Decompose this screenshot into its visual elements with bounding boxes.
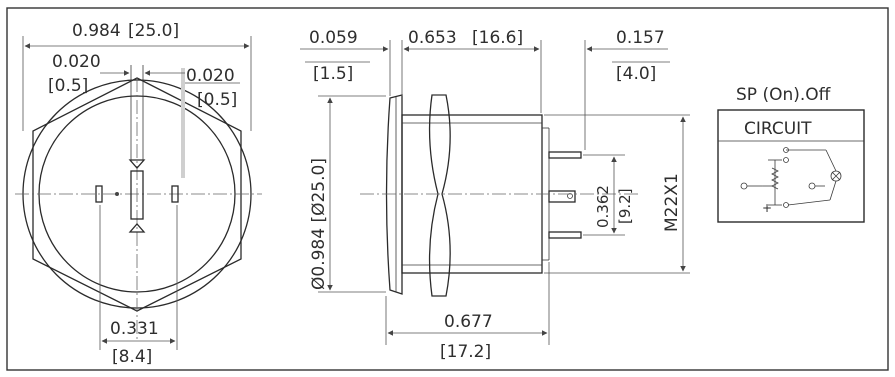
total-mm: [17.2]: [440, 342, 491, 362]
front-view: [15, 36, 262, 350]
flange-in: 0.059: [309, 28, 358, 48]
circuit-box: [717, 109, 865, 223]
slot-guide: [181, 68, 185, 178]
body-mm: [16.6]: [472, 28, 523, 48]
circuit-schematic: +: [740, 147, 842, 215]
center-dot: [115, 192, 119, 196]
pitch-mm: [9.2]: [616, 188, 634, 224]
hex-nut-side: [428, 94, 451, 297]
slot-right-in: 0.020: [186, 66, 235, 86]
body-in: 0.653: [408, 28, 457, 48]
center-terminal: [130, 170, 144, 220]
circuit-title: CIRCUIT: [744, 119, 812, 139]
flange-mm: [1.5]: [313, 64, 353, 84]
bottom-in: 0.331: [110, 319, 159, 339]
side-view: [300, 40, 690, 345]
term-mm: [4.0]: [616, 64, 656, 84]
svg-text:+: +: [762, 201, 772, 215]
front-width-in: 0.984: [72, 21, 121, 41]
circuit-frame: [717, 109, 865, 223]
left-terminal: [95, 185, 103, 203]
terminal-top: [548, 151, 582, 159]
term-in: 0.157: [616, 28, 665, 48]
function-label: SP (On).Off: [736, 85, 832, 105]
terminal-middle: [548, 190, 576, 203]
top-terminal-tab: [128, 159, 146, 169]
terminal-bottom: [548, 231, 582, 239]
bottom-terminal-tab: [128, 223, 146, 233]
total-in: 0.677: [444, 312, 493, 332]
thread-label: M22X1: [662, 173, 682, 232]
slot-right-mm: [0.5]: [197, 90, 237, 110]
drawing-frame: [6, 7, 889, 371]
diameter-label: Ø0.984 [Ø25.0]: [309, 158, 329, 290]
slot-left-mm: [0.5]: [48, 76, 88, 96]
pitch-in: 0.362: [594, 185, 612, 228]
flange-outline: [385, 94, 403, 295]
right-terminal: [171, 185, 179, 203]
bottom-mm: [8.4]: [112, 347, 152, 367]
slot-left-in: 0.020: [52, 52, 101, 72]
front-width-mm: [25.0]: [128, 21, 179, 41]
